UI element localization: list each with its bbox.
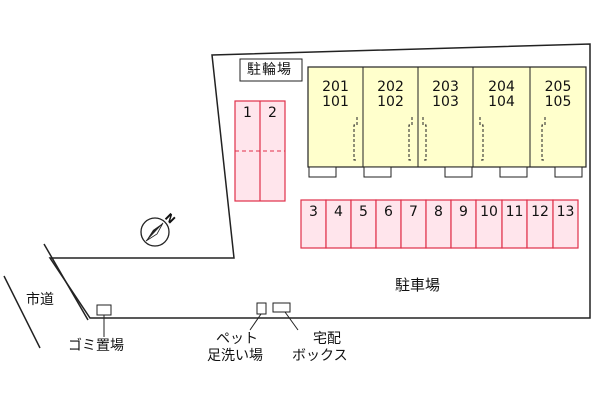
pet-wash-leader [249,313,262,331]
car-slot-rect-8 [425,199,452,249]
road-line-outer [3,275,41,349]
pet-wash-label-line2: 足洗い場 [207,348,263,364]
car-slot-rect-7 [400,199,427,249]
parking-lot-label: 駐車場 [395,276,441,294]
unit-number-upper: 205 [544,79,572,95]
bike-slot-2: 2 [268,105,277,121]
car-slot-rect-4 [325,199,352,249]
car-slot-8: 8 [434,204,443,220]
unit-number-lower: 105 [544,94,572,110]
unit-number-upper: 203 [432,79,459,95]
unit-number-upper: 204 [488,79,515,95]
delivery-box-marker [272,302,291,313]
car-slot-7: 7 [409,204,418,220]
stair-marks [353,117,546,161]
pet-wash-marker [256,302,267,315]
car-slot-rect-3 [300,199,327,249]
car-slot-rect-6 [375,199,402,249]
car-slot-11: 11 [505,204,524,220]
unit-number-lower: 101 [322,94,349,110]
north-compass-icon [140,217,170,247]
car-slot-5: 5 [359,204,368,220]
road-line-inner [43,243,89,321]
garbage-area-marker [96,304,112,316]
bike-parking-area [234,100,286,202]
delivery-box-leader [284,311,299,331]
car-slot-rect-11 [501,199,528,249]
unit-number-lower: 104 [488,94,515,110]
car-slot-9: 9 [459,204,468,220]
delivery-box-label-line1: 宅配 [313,331,341,347]
bicycle-parking-label-box [239,58,303,82]
delivery-box-label-line2: ボックス [292,348,348,364]
garbage-area-label: ゴミ置場 [68,338,124,354]
car-parking-area [300,199,579,249]
unit-dividers [362,67,531,167]
car-slot-rect-13 [552,199,579,249]
car-slot-6: 6 [384,204,393,220]
bike-slot-1: 1 [243,105,252,121]
city-road-label: 市道 [26,292,54,308]
unit-number-lower: 102 [377,94,404,110]
unit-number-lower: 103 [432,94,459,110]
unit-number-upper: 201 [322,79,349,95]
car-slot-12: 12 [531,204,549,220]
car-slot-3: 3 [309,204,318,220]
car-slot-4: 4 [334,204,343,220]
car-slot-13: 13 [556,204,575,220]
unit-number-upper: 202 [377,79,404,95]
pet-wash-label-line1: ペット [216,331,258,347]
car-slot-rect-10 [475,199,503,249]
entry-boxes [308,166,583,178]
bicycle-parking-label: 駐輪場 [247,62,292,78]
car-slot-10: 10 [480,204,498,220]
